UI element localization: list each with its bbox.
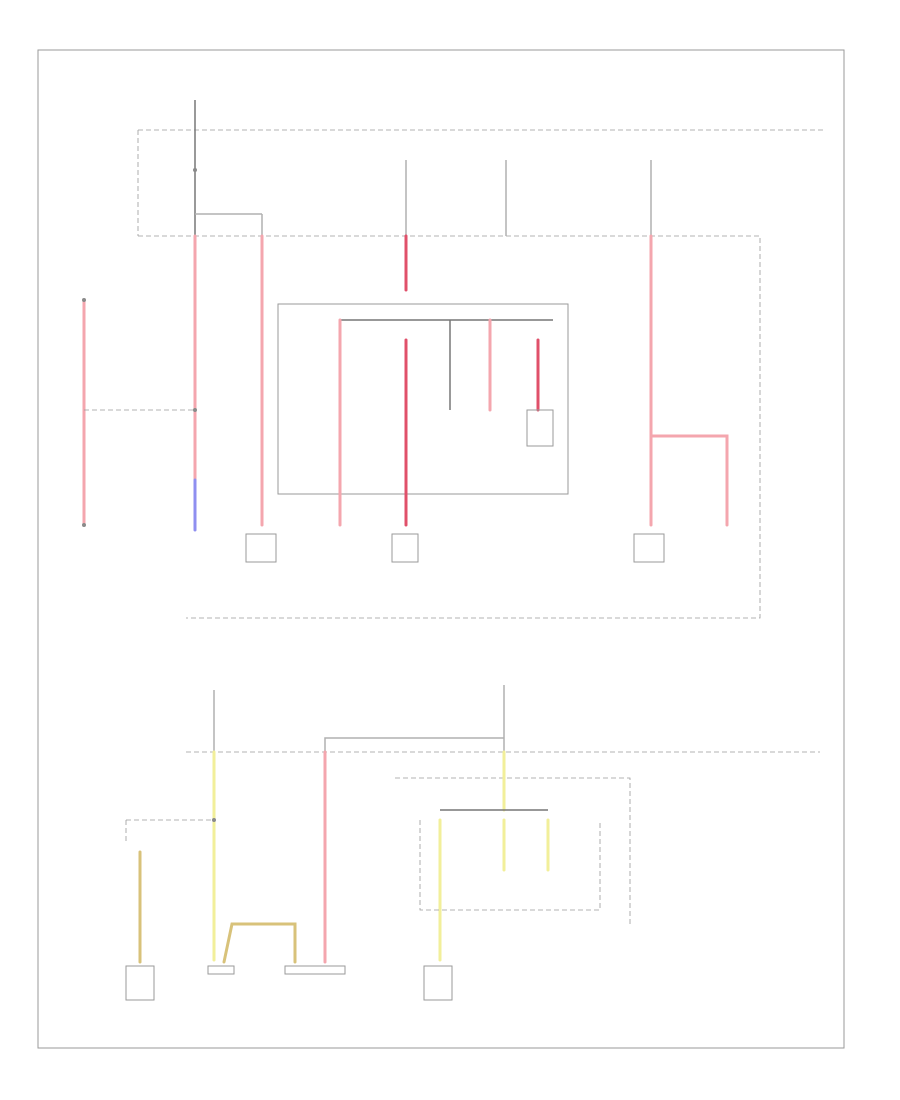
lower-left-connector	[125, 965, 155, 1001]
lower-mid-connector-1	[207, 965, 235, 975]
combination-switch-connector	[245, 533, 277, 563]
horn-connector	[391, 533, 419, 563]
top-connectors	[245, 533, 665, 563]
diagram-frame	[37, 49, 845, 1049]
left-lamp-connector	[633, 533, 665, 563]
switch-node	[82, 298, 86, 302]
lower-module-outline	[395, 777, 631, 925]
right-branch-wire	[649, 434, 729, 527]
connector-node	[193, 408, 197, 412]
control-module-ground	[82, 523, 86, 527]
lower-right-box	[419, 820, 601, 911]
lower-bus-wire	[324, 737, 504, 752]
module-component	[526, 409, 554, 447]
lower-connectors	[125, 965, 453, 1001]
lower-mid-connector-2	[284, 965, 346, 975]
fuse-box-outline	[137, 129, 823, 619]
lower-right-connector	[423, 965, 453, 1001]
fuse-symbol	[193, 168, 197, 172]
module-box	[277, 303, 569, 495]
lower-connector-node	[212, 818, 216, 822]
lower-tan-loop	[222, 922, 297, 964]
